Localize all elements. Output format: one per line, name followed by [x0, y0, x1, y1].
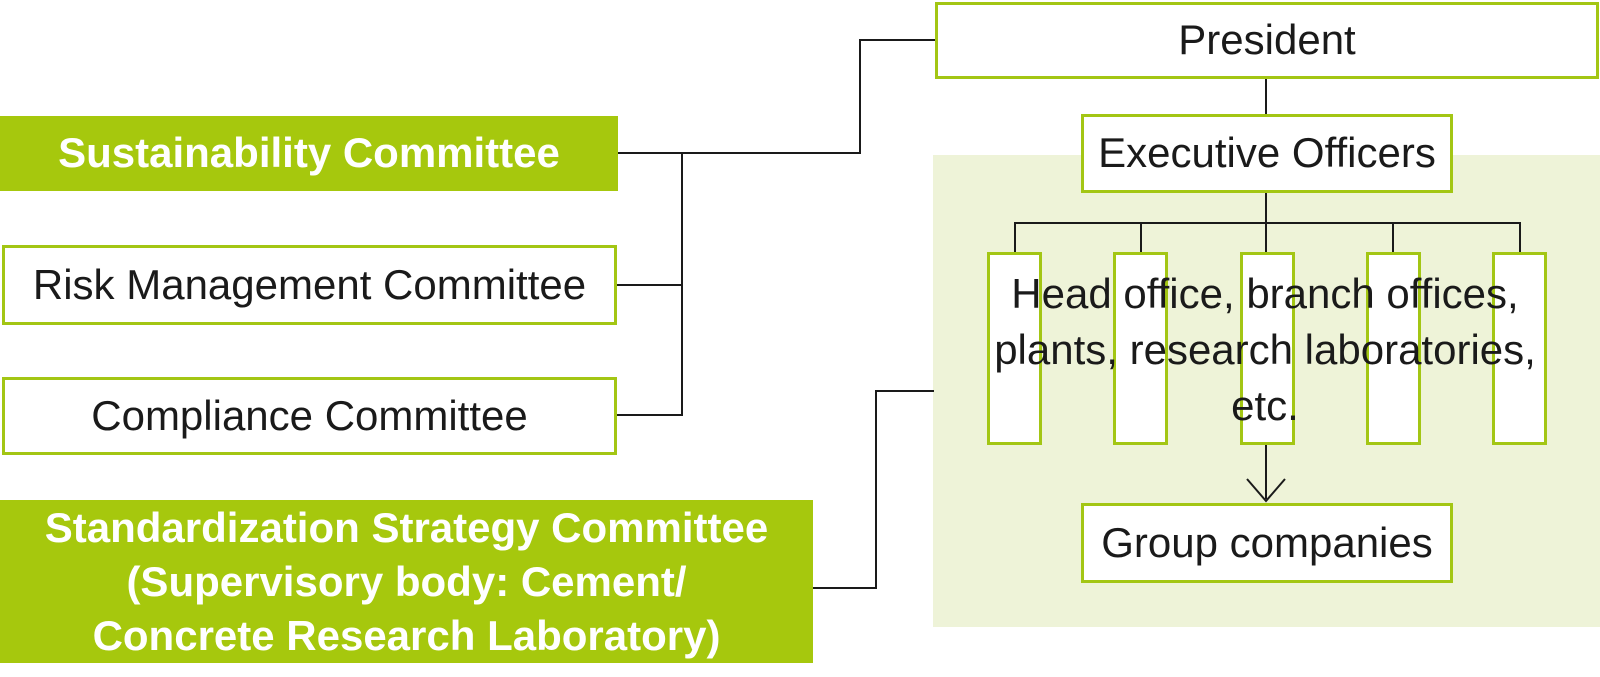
- sub-unit-box: [987, 252, 1042, 445]
- president-label: President: [1178, 16, 1356, 64]
- president-box: President: [935, 2, 1599, 79]
- risk-management-committee-label: Risk Management Committee: [32, 260, 587, 308]
- standardization-strategy-committee-box: Standardization Strategy Committee (Supe…: [0, 500, 813, 663]
- group-companies-label: Group companies: [1101, 518, 1433, 566]
- sustainability-committee-box: Sustainability Committee: [0, 116, 618, 191]
- offices-text-line1: Head office, branch offices,: [1011, 270, 1519, 317]
- compliance-committee-label: Compliance Committee: [91, 391, 528, 439]
- arrow-down-icon: [1246, 445, 1286, 503]
- sub-unit-box: [1366, 252, 1421, 445]
- sub-unit-box: [1492, 252, 1547, 445]
- sustainability-committee-label: Sustainability Committee: [58, 129, 560, 177]
- executive-officers-box: Executive Officers: [1081, 114, 1453, 193]
- offices-text-line2: plants, research laboratories,: [994, 326, 1536, 373]
- standardization-label-line2: (Supervisory body: Cement/: [126, 557, 687, 605]
- sub-unit-box: [1113, 252, 1168, 445]
- risk-management-committee-box: Risk Management Committee: [2, 245, 617, 325]
- standardization-label-line1: Standardization Strategy Committee: [44, 503, 769, 551]
- executive-officers-label: Executive Officers: [1098, 129, 1436, 177]
- offices-text: Head office, branch offices, plants, res…: [930, 266, 1600, 434]
- sub-unit-box: [1240, 252, 1295, 445]
- group-companies-box: Group companies: [1081, 503, 1453, 583]
- standardization-label-line3: Concrete Research Laboratory): [92, 611, 721, 659]
- offices-text-line3: etc.: [1231, 382, 1299, 429]
- compliance-committee-box: Compliance Committee: [2, 377, 617, 455]
